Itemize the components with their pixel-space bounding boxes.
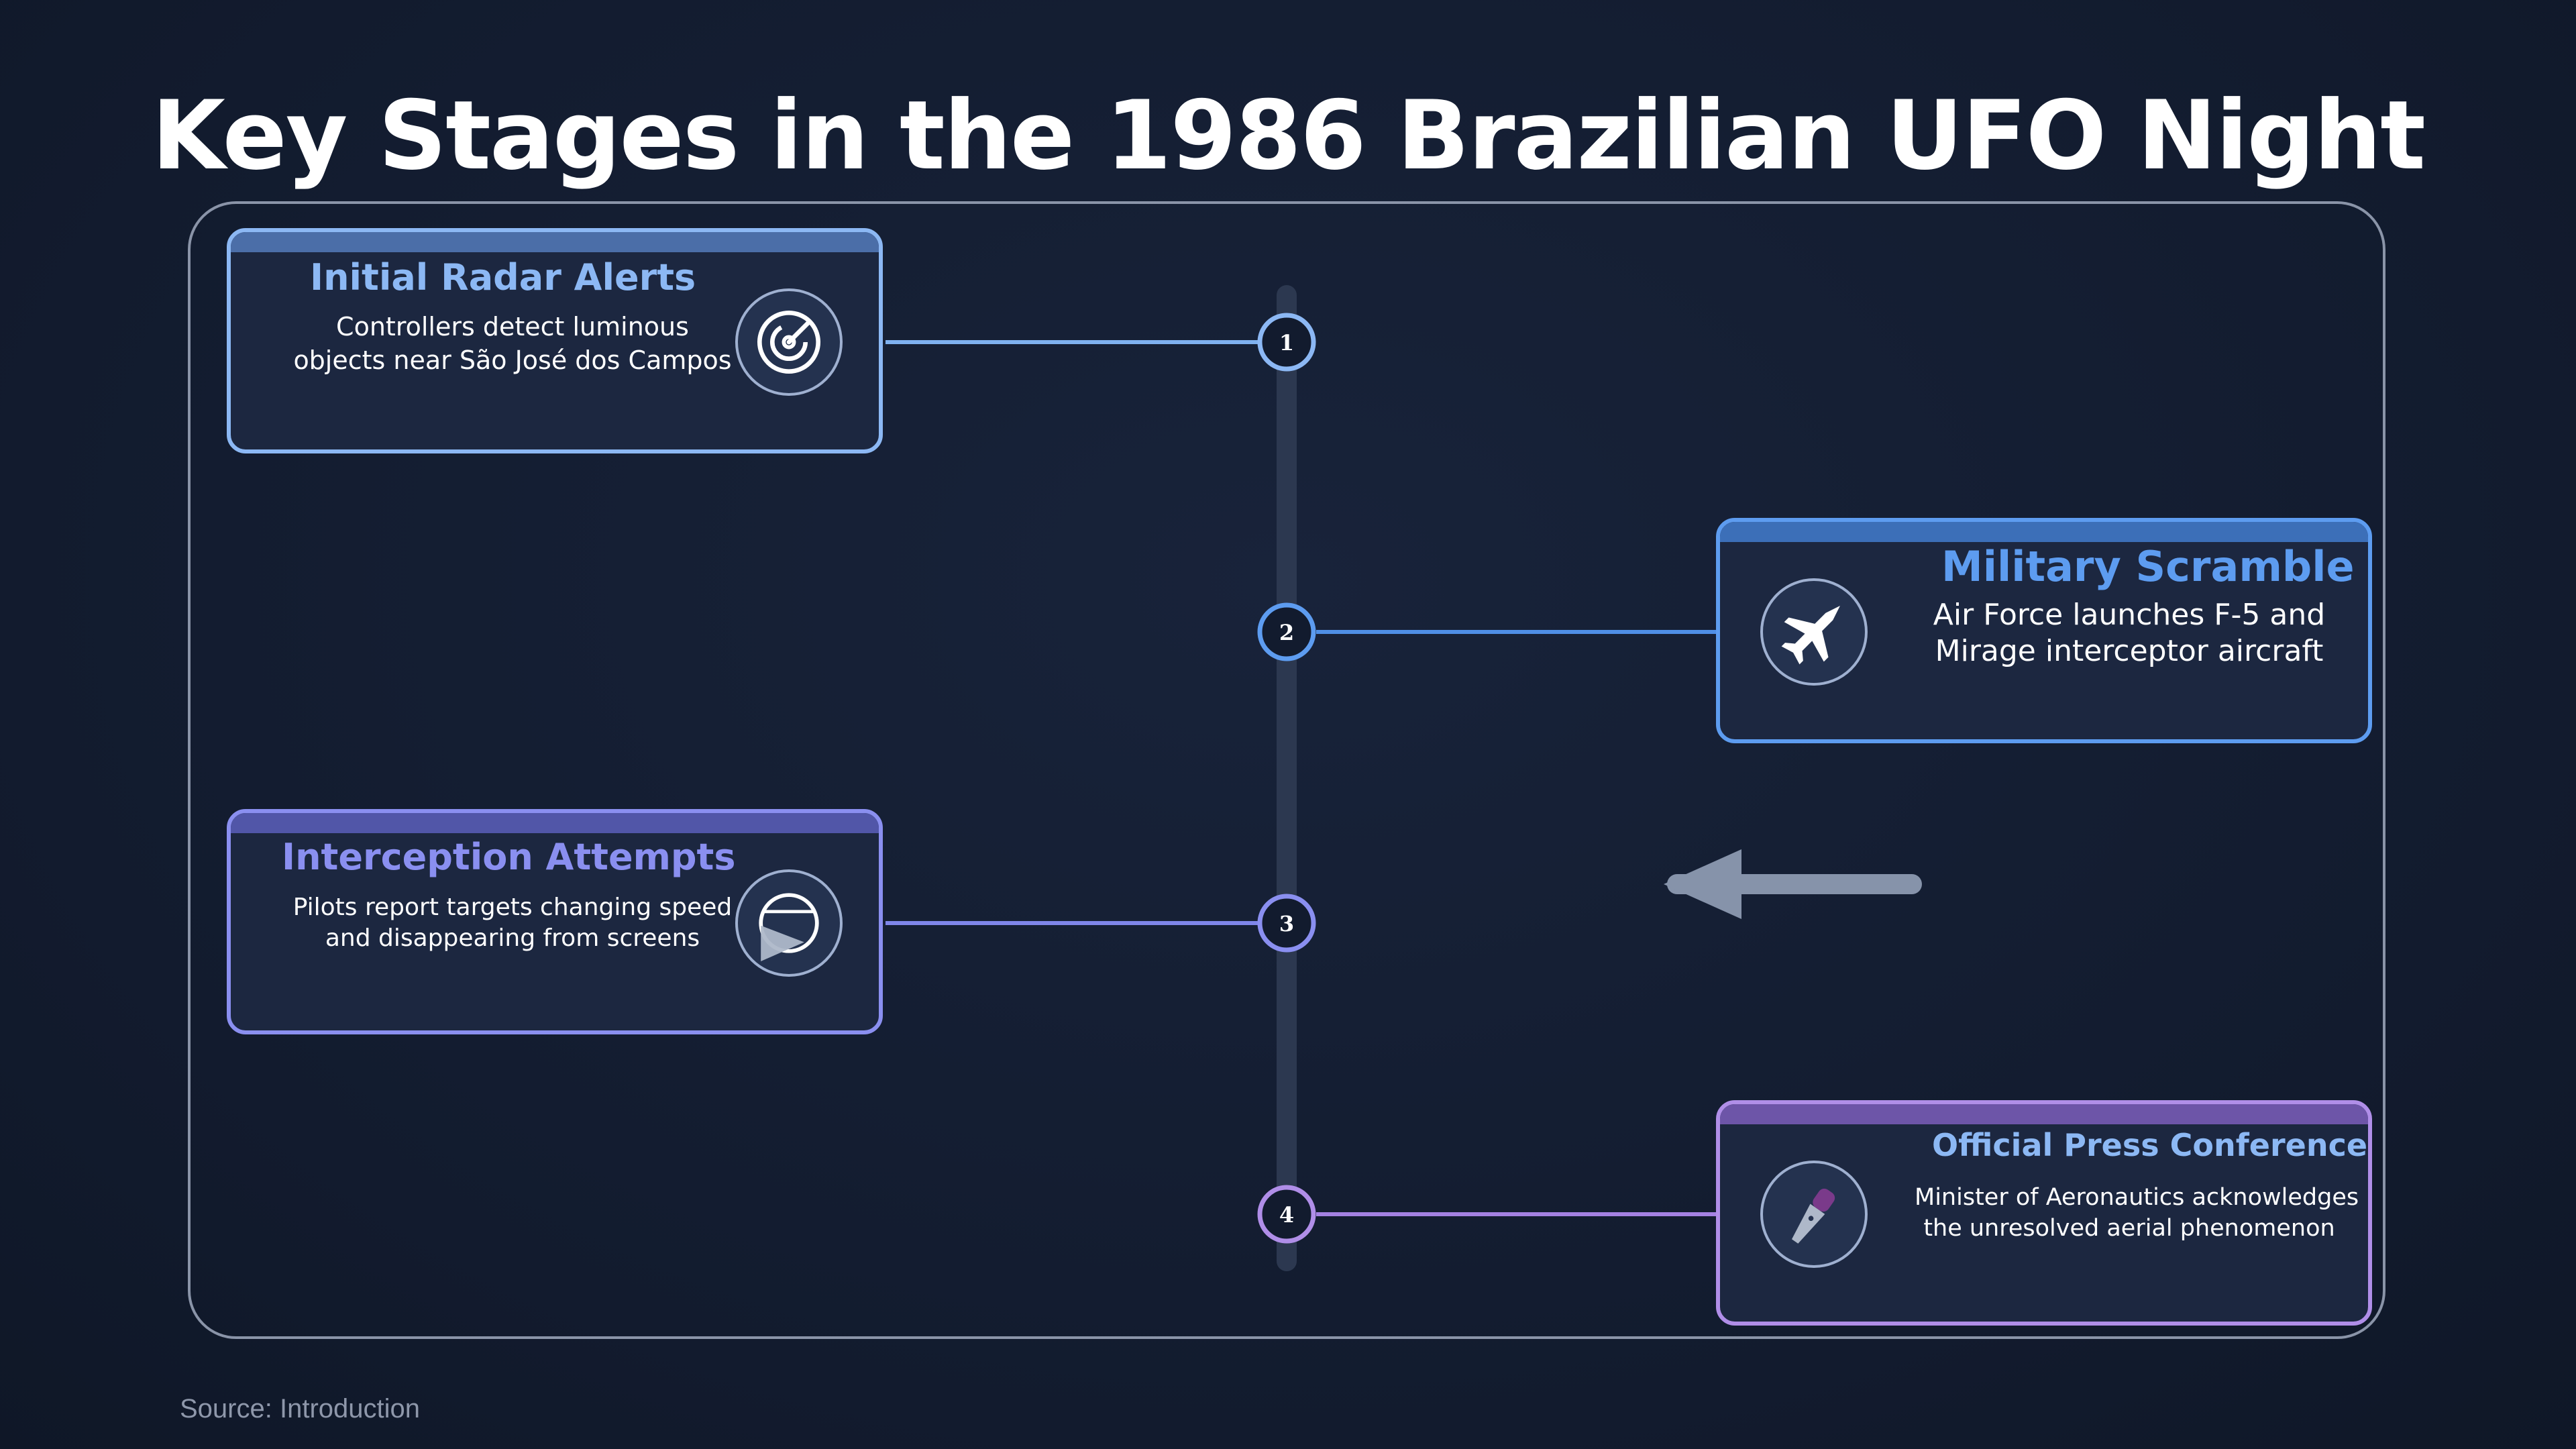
fighter-jet-icon <box>1760 578 1868 686</box>
stage-description-line-1: Minister of Aeronautics acknowledges <box>1915 1184 2359 1211</box>
stage-description-line-1: Pilots report targets changing speed <box>292 894 733 921</box>
node-number-3: 3 <box>1279 911 1294 936</box>
timeline-node-3: 3 <box>1257 894 1316 953</box>
microphone-icon <box>1760 1161 1868 1268</box>
timeline-node-2: 2 <box>1257 602 1316 661</box>
stage-description-line-2: Mirage interceptor aircraft <box>1935 634 2324 668</box>
card-header-band <box>1720 1104 2368 1124</box>
stage-card-military-scramble: Military Scramble Air Force launches F-5… <box>1716 518 2372 743</box>
stage-description: Air Force launches F-5 and Mirage interc… <box>1915 597 2344 669</box>
stage-title: Interception Attempts <box>282 836 736 878</box>
stage-description: Minister of Aeronautics acknowledges the… <box>1915 1182 2359 1244</box>
diagram-frame <box>188 201 2385 1339</box>
left-arrow-icon <box>1664 849 1922 919</box>
node-number-2: 2 <box>1279 620 1294 645</box>
timeline-node-4: 4 <box>1257 1185 1316 1244</box>
stage-title: Military Scramble <box>1941 542 2355 591</box>
stage-card-interception-attempts: Interception Attempts Pilots report targ… <box>227 809 883 1034</box>
node-number-1: 1 <box>1279 330 1294 356</box>
timeline-node-1: 1 <box>1257 313 1316 372</box>
stage-description-line-2: and disappearing from screens <box>325 924 700 952</box>
stage-card-official-press-conference: Official Press Conference Minister of Ae… <box>1716 1100 2372 1326</box>
stage-description: Controllers detect luminous objects near… <box>258 310 767 377</box>
card-header-band <box>1720 522 2368 542</box>
card-header-band <box>231 813 879 833</box>
stage-description-line-1: Air Force launches F-5 and <box>1933 598 2326 632</box>
source-note: Source: Introduction <box>180 1394 420 1424</box>
stage-description-line-2: objects near São José dos Campos <box>293 345 732 375</box>
page-title: Key Stages in the 1986 Brazilian UFO Nig… <box>152 80 2426 191</box>
stage-title: Initial Radar Alerts <box>310 256 696 299</box>
stage-card-initial-radar-alerts: Initial Radar Alerts Controllers detect … <box>227 228 883 453</box>
radar-screen-icon <box>735 869 843 977</box>
stage-description-line-1: Controllers detect luminous <box>336 312 689 341</box>
node-number-4: 4 <box>1279 1202 1294 1228</box>
card-header-band <box>231 232 879 252</box>
stage-title: Official Press Conference <box>1932 1127 2368 1163</box>
radar-icon <box>735 288 843 396</box>
stage-description: Pilots report targets changing speed and… <box>258 892 767 954</box>
stage-description-line-2: the unresolved aerial phenomenon <box>1923 1215 2335 1242</box>
